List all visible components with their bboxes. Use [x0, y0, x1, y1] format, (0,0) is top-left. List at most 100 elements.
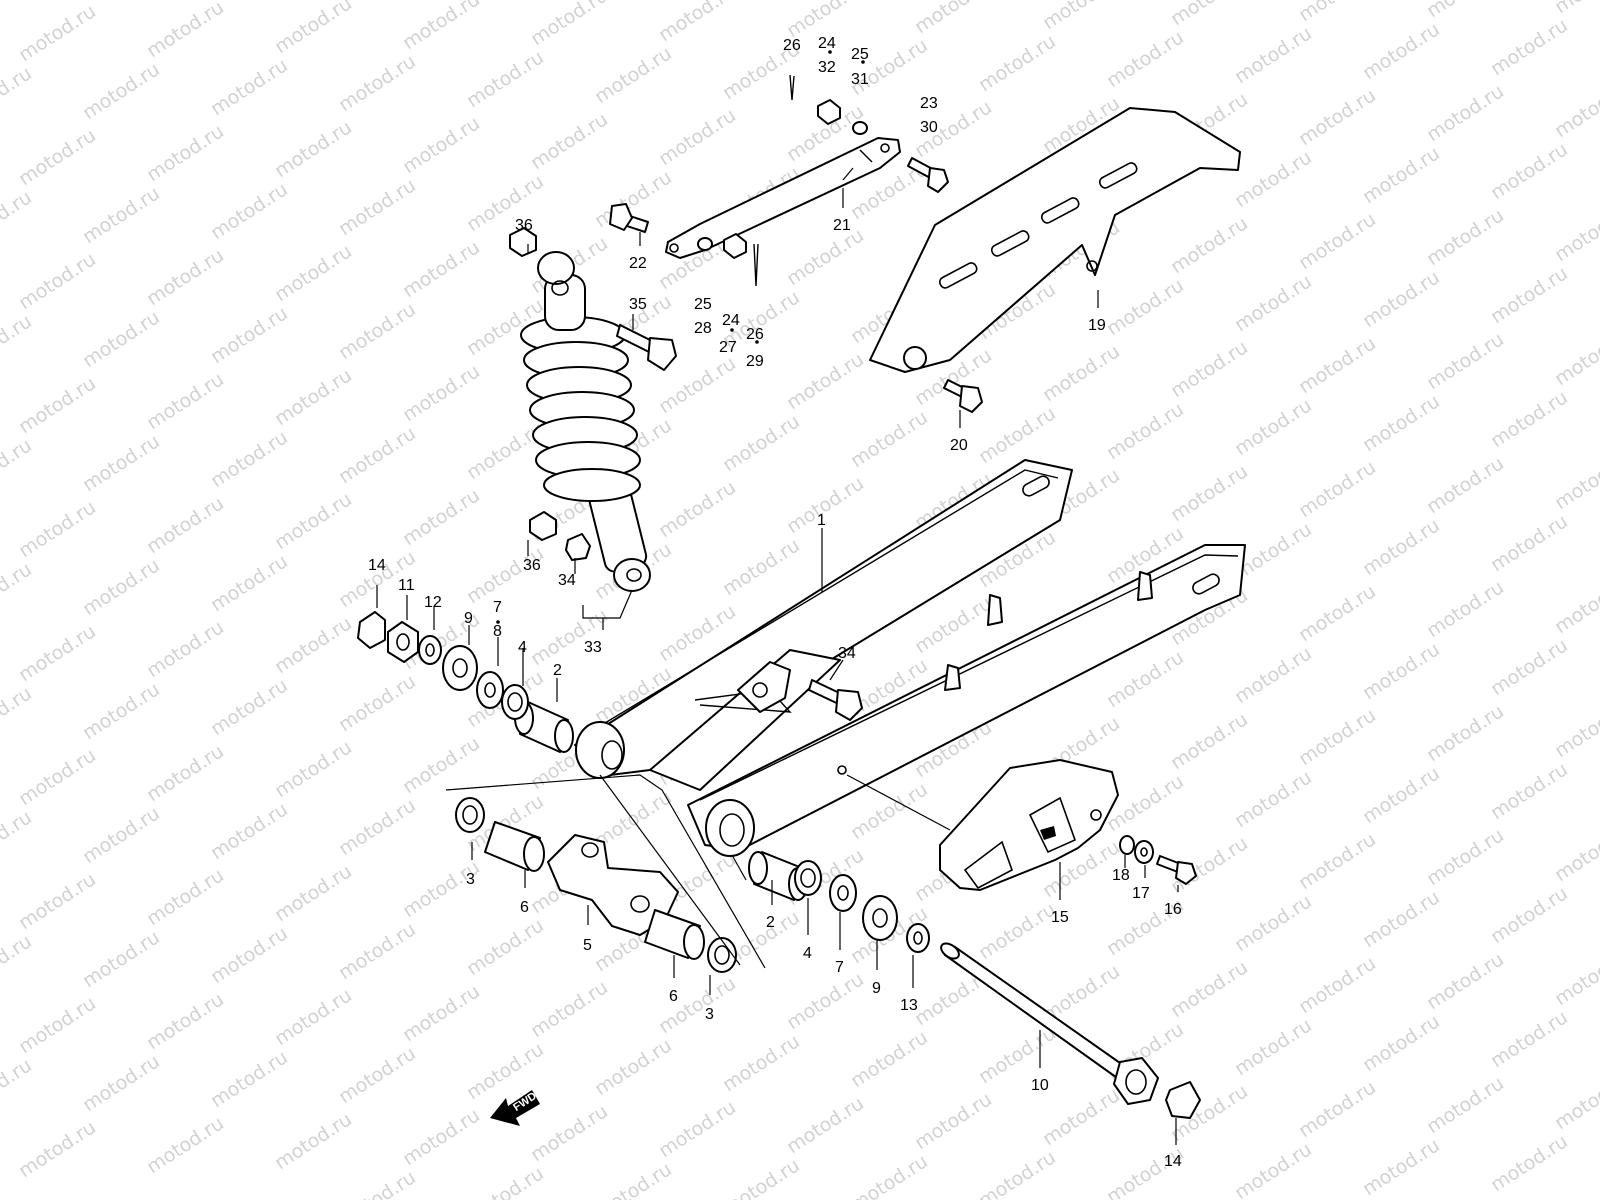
watermark-text: motod.ru	[655, 0, 740, 46]
watermark-text: motod.ru	[271, 240, 356, 306]
watermark-text: motod.ru	[1359, 762, 1444, 828]
watermark-text: motod.ru	[399, 1104, 484, 1170]
watermark-text: motod.ru	[15, 620, 100, 686]
callout-5: 5	[583, 937, 592, 954]
watermark-text: motod.ru	[1167, 708, 1252, 774]
watermark-text: motod.ru	[783, 1092, 868, 1158]
watermark-text: motod.ru	[143, 740, 228, 806]
watermark-text: motod.ru	[1487, 262, 1572, 328]
watermark-text: motod.ru	[1295, 704, 1380, 770]
watermark-text: motod.ru	[847, 406, 932, 472]
watermark-text: motod.ru	[463, 542, 548, 608]
watermark-text: motod.ru	[143, 616, 228, 682]
watermark-text: motod.ru	[1487, 138, 1572, 204]
callout-10: 10	[1031, 1077, 1049, 1094]
watermark-text: motod.ru	[0, 558, 36, 624]
watermark-text: motod.ru	[0, 434, 36, 500]
callout-23: 23	[920, 95, 938, 112]
watermark-text: motod.ru	[1295, 208, 1380, 274]
watermark-text: motod.ru	[79, 926, 164, 992]
watermark-text: motod.ru	[975, 402, 1060, 468]
watermark-text: motod.ru	[527, 0, 612, 50]
watermark-text: motod.ru	[1231, 394, 1316, 460]
callout-12: 12	[424, 594, 442, 611]
watermark-text: motod.ru	[1551, 944, 1600, 1010]
watermark-text: motod.ru	[1295, 456, 1380, 522]
watermark-text: motod.ru	[719, 1030, 804, 1096]
callout-7: 7	[835, 959, 844, 976]
watermark-text: motod.ru	[335, 794, 420, 860]
callout-4: 4	[518, 639, 527, 656]
watermark-text: motod.ru	[143, 368, 228, 434]
watermark-text: motod.ru	[0, 930, 36, 996]
chain-case-brace	[665, 137, 901, 259]
watermark-text: motod.ru	[399, 0, 484, 54]
watermark-text: motod.ru	[15, 868, 100, 934]
watermark-text: motod.ru	[975, 898, 1060, 964]
callout-33: 33	[584, 639, 602, 656]
callout-4: 4	[803, 945, 812, 962]
washers	[418, 635, 930, 953]
watermark-text: motod.ru	[1487, 882, 1572, 948]
watermark-text: motod.ru	[719, 410, 804, 476]
watermark-text: motod.ru	[1359, 18, 1444, 84]
watermark-text: motod.ru	[1167, 0, 1252, 30]
watermark-text: motod.ru	[1359, 1010, 1444, 1076]
callout-29: 29	[746, 353, 764, 370]
callout-36: 36	[515, 217, 533, 234]
watermark-text: motod.ru	[975, 1146, 1060, 1200]
watermark-text: motod.ru	[1039, 340, 1124, 406]
callout-30: 30	[920, 119, 938, 136]
watermark-text: motod.ru	[143, 120, 228, 186]
watermark-text: motod.ru	[1231, 766, 1316, 832]
pivot-spacer-lower	[644, 909, 705, 960]
watermark-text: motod.ru	[207, 54, 292, 120]
watermark-text: motod.ru	[1551, 448, 1600, 514]
callout-35: 35	[629, 296, 647, 313]
watermark-text: motod.ru	[143, 492, 228, 558]
watermark-text: motod.ru	[847, 1026, 932, 1092]
watermark-text: motod.ru	[79, 554, 164, 620]
watermark-text: motod.ru	[1487, 758, 1572, 824]
callout-6: 6	[669, 988, 678, 1005]
watermark-text: motod.ru	[1423, 0, 1508, 22]
callout-34: 34	[558, 572, 576, 589]
pivot-shaft	[940, 942, 1159, 1105]
watermark-text: motod.ru	[1231, 146, 1316, 212]
watermark-text: motod.ru	[0, 806, 36, 872]
watermark-text: motod.ru	[271, 984, 356, 1050]
watermark-text: motod.ru	[1103, 26, 1188, 92]
callout-3: 3	[466, 871, 475, 888]
callout-22: 22	[629, 255, 647, 272]
watermark-text: motod.ru	[15, 124, 100, 190]
watermark-text: motod.ru	[335, 1042, 420, 1108]
watermark-text: motod.ru	[655, 1096, 740, 1162]
callout-2: 2	[553, 662, 562, 679]
watermark-text: motod.ru	[271, 116, 356, 182]
callout-7: 7	[493, 599, 502, 616]
watermark-text: motod.ru	[15, 1116, 100, 1182]
watermark-text: motod.ru	[463, 1162, 548, 1200]
watermark-text: motod.ru	[79, 1050, 164, 1116]
watermark-text: motod.ru	[0, 0, 36, 4]
fwd-direction-arrow: FWD	[490, 1090, 540, 1126]
watermark-text: motod.ru	[1551, 324, 1600, 390]
watermark-text: motod.ru	[1487, 386, 1572, 452]
watermark-text: motod.ru	[143, 1112, 228, 1178]
watermark-text: motod.ru	[1423, 576, 1508, 642]
callout-1: 1	[817, 512, 826, 529]
callout-27: 27	[719, 339, 737, 356]
watermark-text: motod.ru	[911, 1088, 996, 1154]
watermark-text: motod.ru	[527, 976, 612, 1042]
watermark-text: motod.ru	[975, 30, 1060, 96]
callout-9: 9	[464, 610, 473, 627]
pivot-plate	[547, 834, 679, 936]
watermark-text: motod.ru	[527, 108, 612, 174]
watermark-text: motod.ru	[463, 46, 548, 112]
watermark-text: motod.ru	[1359, 514, 1444, 580]
watermark-text: motod.ru	[0, 186, 36, 252]
watermark-text: motod.ru	[1487, 1006, 1572, 1072]
watermark-text: motod.ru	[335, 298, 420, 364]
callout-3: 3	[705, 1006, 714, 1023]
